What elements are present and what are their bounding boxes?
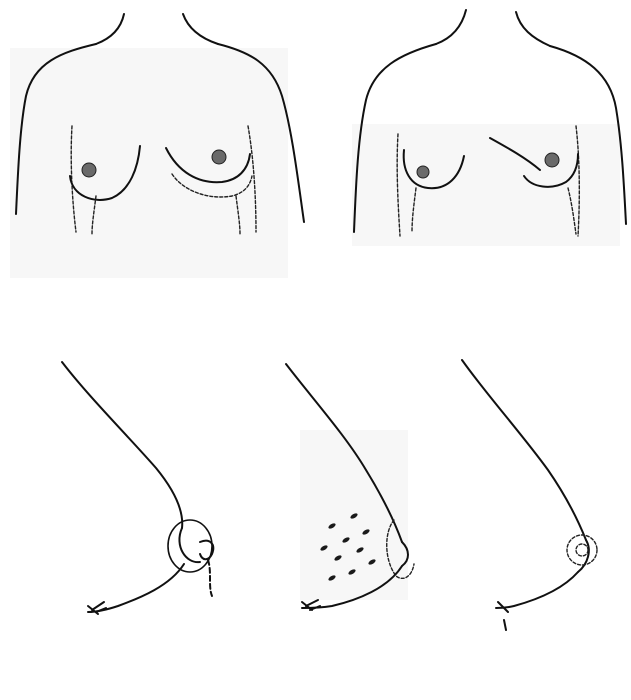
right-breast-contour [166,148,250,182]
neck-outline-right [516,12,550,46]
breast-front-view-with-retraction-icon [0,0,320,250]
lump-outline [567,535,597,565]
right-lower-line [236,196,240,234]
right-torso-side [248,126,256,232]
neck-outline-left [96,14,124,44]
lump-center [576,544,588,556]
left-shoulder-outline [16,44,96,214]
right-shoulder-outline [550,46,626,224]
chest-upper-contour [286,364,402,542]
dimple [328,522,337,529]
dimple [342,536,351,543]
right-nipple [212,150,226,164]
breast-side-view-nipple-discharge-icon [40,350,240,640]
fold-hatch [498,602,508,630]
breast-lower-contour [179,528,200,562]
left-breast-contour [70,146,140,200]
left-shoulder-outline [354,44,436,232]
breast-side-view-orange-peel-skin-icon [262,350,432,640]
skin-dimples [320,512,377,581]
right-shoulder-outline [218,44,304,222]
dimple [320,544,329,551]
left-lower-line [92,196,96,234]
right-breast-upper-contour [490,138,540,170]
breast-front-contour [402,542,408,566]
right-nipple [545,153,559,167]
right-torso-side [576,126,579,236]
breast-front-view-with-skin-change-icon [340,0,631,250]
discharge-drip [208,560,212,596]
right-breast-original-contour [172,174,252,197]
areola-outline [168,520,212,572]
left-breast-contour [404,150,464,188]
dimple [350,512,359,519]
right-lower-line [568,188,576,234]
dimple [362,528,371,535]
left-nipple [417,166,429,178]
dimple [328,574,337,581]
chest-upper-contour [62,362,182,528]
left-torso-side [71,126,76,232]
neck-outline-left [436,10,466,44]
left-lower-line [412,188,416,232]
chest-upper-contour [462,360,586,540]
dimple [368,558,377,565]
neck-outline-right [183,14,218,44]
breast-side-view-lump-icon [448,350,618,640]
dimple [348,568,357,575]
left-torso-side [397,134,400,236]
underside-contour [88,564,184,612]
left-nipple [82,163,96,177]
dimple [334,554,343,561]
underside-contour [496,572,578,608]
dimple [356,546,365,553]
